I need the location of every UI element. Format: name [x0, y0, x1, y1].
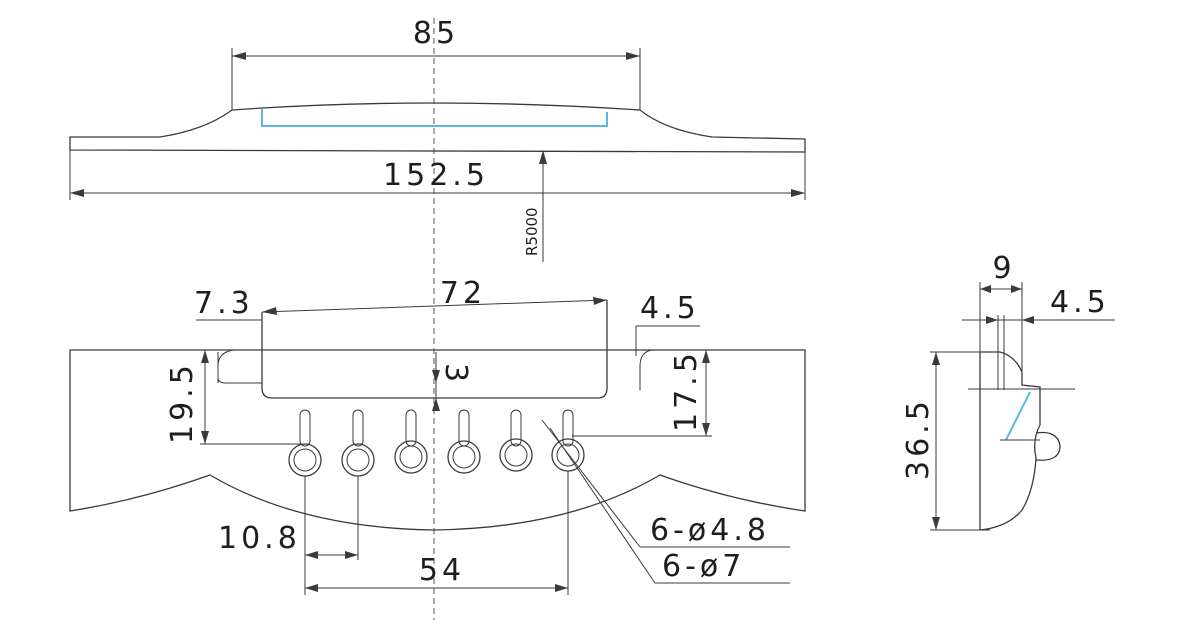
radius-label: R5000 [523, 207, 541, 256]
arrow-head [555, 584, 568, 592]
dim-4-5-side-label: 4.5 [1050, 285, 1110, 320]
dim-17-5-label: 17.5 [669, 349, 704, 432]
arrow-head [232, 52, 246, 60]
arrow-head [432, 370, 440, 383]
arrow-head [305, 551, 318, 559]
arrow-head [1011, 285, 1022, 293]
dim-7-3-label: 7.3 [194, 286, 254, 321]
dim-19-5-label: 19.5 [165, 361, 200, 444]
arrow-head [702, 423, 710, 436]
arrow-head [345, 551, 358, 559]
pin-head [1035, 431, 1061, 461]
pin-hole [551, 409, 585, 472]
arrow-head [201, 431, 209, 444]
arrow-head [1022, 316, 1034, 324]
right-wing-line [639, 349, 653, 390]
pin-hole [447, 409, 481, 474]
pin-hole-outer [499, 438, 533, 472]
pin-hole-outer [447, 440, 481, 474]
top-view: 85 152.5 R5000 [69, 16, 806, 262]
saddle-slot-front [261, 300, 608, 399]
arrow-head [539, 150, 547, 164]
arrow-head [986, 316, 998, 324]
arrow-head [791, 189, 805, 197]
dim-4-5-right-label: 4.5 [640, 291, 700, 326]
arrow-head [702, 350, 710, 363]
hole-large-label: 6-ø7 [662, 549, 745, 584]
bridge-front-outline [69, 349, 806, 531]
arrow-head [262, 307, 277, 315]
left-wing-line [217, 349, 262, 384]
pin-hole-inner [399, 445, 423, 469]
hole-small-label: 6-ø4.8 [650, 513, 770, 548]
pin-hole-inner [504, 443, 528, 467]
arrow-head [593, 297, 607, 305]
pin-slot [510, 409, 522, 447]
pin-slot [352, 409, 364, 447]
arrow-head [70, 189, 84, 197]
side-view: 9 4.5 36.5 [901, 251, 1115, 531]
dim-54-label: 54 [419, 553, 465, 588]
dim-line-72 [261, 299, 608, 313]
pin-slot [299, 409, 311, 447]
side-saddle-angle [1005, 391, 1031, 441]
pin-hole [394, 409, 428, 474]
dim-3-label: 3 [438, 363, 473, 386]
arrow-head [626, 52, 640, 60]
dim-10-8-label: 10.8 [218, 521, 301, 556]
bridge-top-outline [69, 102, 806, 153]
pin-hole [288, 409, 322, 477]
front-view: 72 7.3 4.5 19.5 3 17.5 [69, 276, 806, 595]
dim-152-5-label: 152.5 [383, 158, 489, 193]
pin-hole-inner [346, 448, 370, 472]
arrow-head [932, 517, 940, 530]
dim-72-label: 72 [440, 276, 486, 311]
pin-hole [499, 409, 533, 472]
pin-hole-inner [452, 445, 476, 469]
pin-slot [562, 409, 574, 447]
dim-36-5-label: 36.5 [901, 397, 936, 480]
side-outline [979, 351, 1041, 531]
pin-holes [288, 409, 585, 477]
arrow-head [305, 584, 318, 592]
saddle-slot [261, 109, 608, 127]
arrow-head [201, 350, 209, 363]
pin-hole-inner [293, 448, 317, 472]
dim-85-label: 85 [413, 16, 459, 51]
arrow-head [980, 285, 991, 293]
dim-9-label: 9 [992, 251, 1015, 286]
pin-hole-outer [394, 440, 428, 474]
pin-hole-inner [556, 443, 580, 467]
arrow-head [932, 352, 940, 365]
leader-hole-small [541, 419, 641, 548]
pin-hole [341, 409, 375, 477]
leader-hole-large [549, 427, 656, 584]
arrow-head [432, 398, 440, 411]
